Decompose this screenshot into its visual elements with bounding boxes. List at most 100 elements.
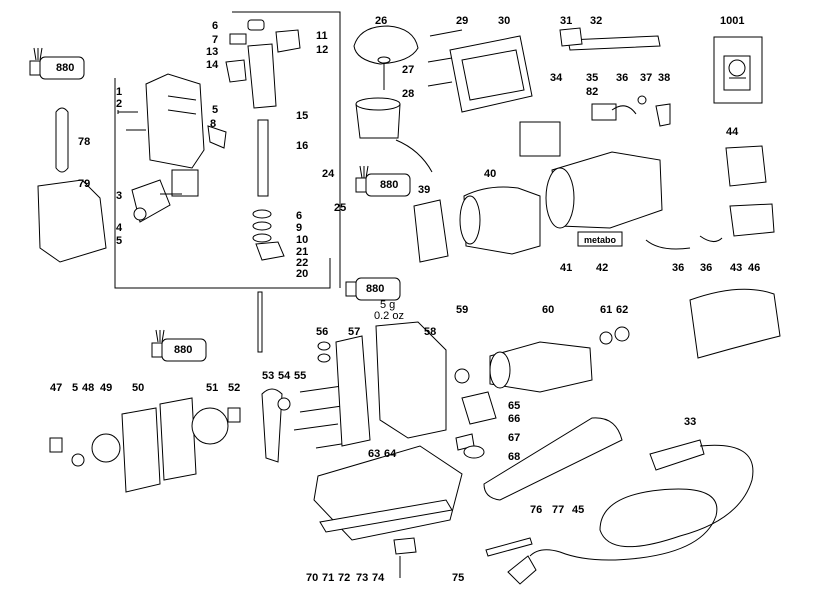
- part-label: 30: [498, 15, 511, 27]
- part-label: 15: [296, 110, 309, 122]
- part-32-slider: [567, 35, 661, 51]
- part-label: 41: [560, 262, 573, 274]
- part-13-guide: [247, 43, 277, 109]
- part-label: 47: [50, 382, 63, 394]
- part-label: 4: [116, 222, 123, 234]
- part-label: 46: [748, 262, 761, 274]
- part-label: 1: [116, 86, 123, 98]
- part-43-capacitor: [729, 203, 775, 237]
- part-label: 20: [296, 268, 309, 280]
- part-50-gasket-b: [159, 397, 197, 481]
- part-label: 44: [726, 126, 739, 138]
- part-34-label: [519, 121, 561, 157]
- part-label: 21: [296, 246, 309, 258]
- part-label: 67: [508, 432, 521, 444]
- part-label: 40: [484, 168, 497, 180]
- part-44-brush-holder: [725, 145, 767, 187]
- part-1001-box: [713, 36, 763, 104]
- part-label: 77: [552, 504, 565, 516]
- grease-tube-left-middle: [151, 329, 207, 362]
- part-label: 37: [640, 72, 653, 84]
- part-label: 6: [212, 20, 219, 32]
- part-label: 2: [116, 98, 123, 110]
- part-label: 27: [402, 64, 415, 76]
- part-label: 49: [100, 382, 113, 394]
- part-label: 1001: [720, 15, 745, 27]
- part-label: 24: [322, 168, 335, 180]
- part-label: 10: [296, 234, 309, 246]
- part-label: 3: [116, 190, 123, 202]
- grease-tube-label: 880: [366, 283, 385, 295]
- part-72-plate: [319, 499, 453, 533]
- part-label: 78: [78, 136, 91, 148]
- part-77-dust-nozzle: [483, 417, 623, 501]
- part-label: 16: [296, 140, 309, 152]
- screw-2: [117, 110, 138, 114]
- part-label: 12: [316, 44, 329, 56]
- part-20-block: [255, 241, 285, 261]
- part-label: 31: [560, 15, 573, 27]
- part-label: 65: [508, 400, 521, 412]
- part-76-hex-key: [485, 537, 533, 557]
- part-label: 79: [78, 178, 91, 190]
- part-51-gear: [191, 407, 229, 445]
- part-1001-symbol: [723, 55, 751, 91]
- part-45-cable: [529, 444, 754, 561]
- part-label: 25: [334, 202, 347, 214]
- part-label: 36: [672, 262, 685, 274]
- part-label: 13: [206, 46, 219, 58]
- part-label: 5: [212, 104, 219, 116]
- part-label: 36: [700, 262, 713, 274]
- part-label: 43: [730, 262, 743, 274]
- grease-amount-oz: 0.2 oz: [374, 310, 404, 322]
- part-79-cover: [37, 179, 107, 263]
- part-1-housing: [145, 73, 205, 169]
- part-4-knob: [133, 207, 147, 221]
- part-label: 82: [586, 86, 599, 98]
- part-label: 22: [296, 257, 309, 269]
- part-label: 5: [116, 235, 123, 247]
- part-label: 75: [452, 572, 465, 584]
- part-label: 14: [206, 59, 219, 71]
- part-16-rod: [257, 119, 269, 197]
- part-label: 52: [228, 382, 241, 394]
- grease-tube-top-left: [29, 47, 85, 80]
- part-26-cap: [353, 25, 419, 65]
- part-label: 58: [424, 326, 437, 338]
- part-label: 50: [132, 382, 145, 394]
- part-8-clip: [207, 125, 227, 149]
- part-label: 39: [418, 184, 431, 196]
- nameplate-text: metabo: [584, 235, 617, 245]
- part-47-bushing: [49, 437, 63, 453]
- part-5-bracket: [171, 169, 199, 197]
- part-label: 5: [72, 382, 79, 394]
- part-label: 29: [456, 15, 469, 27]
- part-50-gasket: [121, 407, 161, 493]
- part-33-cord-guard: [649, 439, 705, 471]
- part-73-clamp: [393, 537, 417, 555]
- part-label: 56: [316, 326, 329, 338]
- grease-tube-label: 880: [174, 344, 193, 356]
- part-60-armature: [489, 341, 593, 393]
- grease-tube-label: 880: [56, 62, 75, 74]
- part-label: 73: [356, 572, 369, 584]
- part-label: 42: [596, 262, 609, 274]
- part-57-gasket: [335, 335, 371, 447]
- part-label: 48: [82, 382, 95, 394]
- part-78-belt: [55, 107, 69, 173]
- part-label: 55: [294, 370, 307, 382]
- part-label: 6: [296, 210, 303, 222]
- part-label: 60: [542, 304, 555, 316]
- part-label: 57: [348, 326, 361, 338]
- part-58-gear-housing: [375, 321, 447, 439]
- part-label: 36: [616, 72, 629, 84]
- part-label: 72: [338, 572, 351, 584]
- part-label: 59: [456, 304, 469, 316]
- part-label: 9: [296, 222, 303, 234]
- part-label: 8: [210, 118, 217, 130]
- part-label: 38: [658, 72, 671, 84]
- part-40-stator: [463, 186, 541, 255]
- part-label: 53: [262, 370, 275, 382]
- group-bracket-left: [114, 78, 331, 289]
